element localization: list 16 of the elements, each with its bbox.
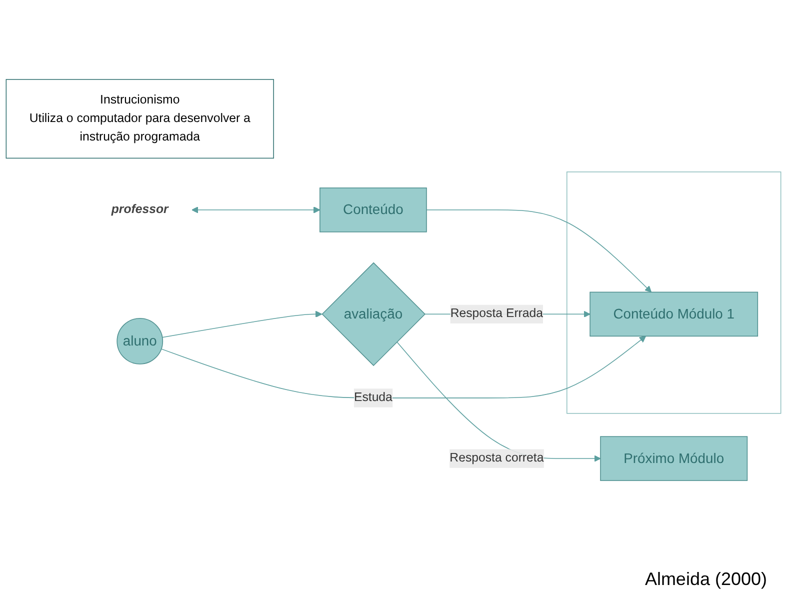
node-text: professor <box>111 202 168 216</box>
edge-label: Resposta correta <box>450 452 544 465</box>
node-box: Instrucionismo Utiliza o computador para desenvolver a instrução programada <box>6 79 274 159</box>
arrow <box>162 310 322 338</box>
arrow <box>192 206 320 214</box>
edge-label: Estuda <box>354 391 392 404</box>
arrow <box>426 210 652 292</box>
node-box: Conteúdo Módulo 1 <box>590 292 758 337</box>
arrow <box>160 336 646 398</box>
node-diamond: avaliação <box>322 262 426 366</box>
cluster <box>566 172 782 414</box>
edge-label: Resposta Errada <box>450 307 544 320</box>
node-circle: aluno <box>116 318 164 364</box>
node-box: Próximo Módulo <box>600 436 748 481</box>
citation-text: Almeida (2000) <box>644 569 767 590</box>
node-box: Conteúdo <box>320 188 427 232</box>
